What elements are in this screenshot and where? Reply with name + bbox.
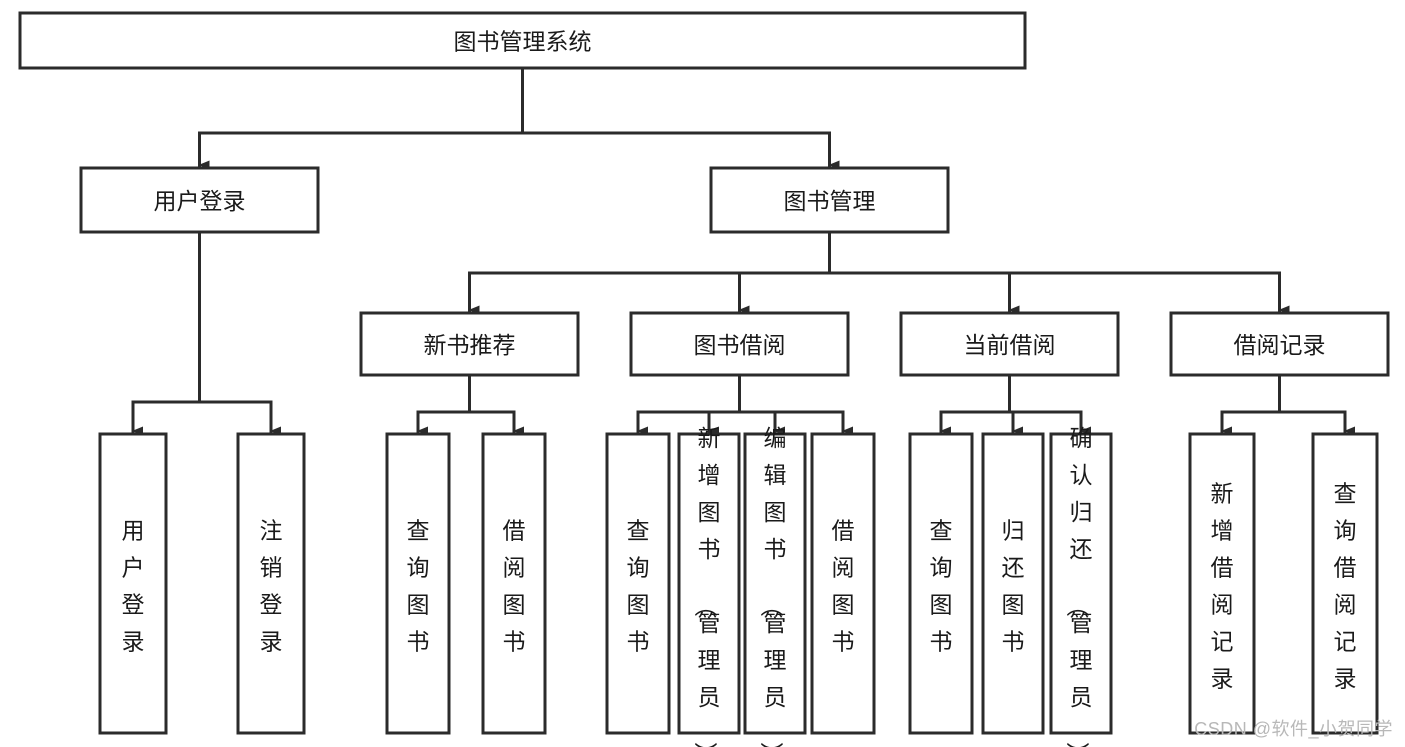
leaf-node-rect[interactable]	[1049, 432, 1113, 735]
watermark-text: CSDN @软件_小贺同学	[1194, 719, 1393, 739]
leaf-node-label: 查询图书	[930, 517, 953, 654]
level1-node-label: 用户登录	[154, 188, 246, 214]
leaf-node-label: 注销登录	[260, 517, 283, 654]
leaf-node-10[interactable]: 归还图书	[981, 432, 1045, 735]
leaf-node-4[interactable]: 借阅图书	[481, 432, 547, 735]
root-node-label: 图书管理系统	[454, 29, 592, 55]
level2-node-2[interactable]: 图书借阅	[629, 311, 850, 377]
leaf-node-label: 新增借阅记录	[1211, 480, 1234, 691]
leaf-node-label: 查询图书	[627, 517, 650, 654]
leaf-node-label: 借阅图书	[832, 517, 855, 654]
level2-node-rect[interactable]	[899, 311, 1120, 377]
level2-node-label: 新书推荐	[424, 332, 516, 358]
leaf-node-rect[interactable]	[605, 432, 671, 735]
leaf-node-label: 查询图书	[407, 517, 430, 654]
leaf-node-rect[interactable]	[98, 432, 168, 735]
leaf-node-13[interactable]: 查询借阅记录	[1311, 432, 1379, 735]
level1-node-1[interactable]: 用户登录	[79, 166, 320, 234]
leaf-node-rect[interactable]	[1311, 432, 1379, 735]
level2-node-rect[interactable]	[359, 311, 580, 377]
leaf-node-3[interactable]: 查询图书	[385, 432, 451, 735]
leaf-node-label: 归还图书	[1002, 517, 1025, 654]
level1-node-2[interactable]: 图书管理	[709, 166, 950, 234]
level2-node-label: 借阅记录	[1234, 332, 1326, 358]
boxes-layer: 图书管理系统用户登录图书管理新书推荐图书借阅当前借阅借阅记录用户登录注销登录查询…	[18, 11, 1390, 747]
level2-node-label: 图书借阅	[694, 332, 786, 358]
leaf-node-8[interactable]: 借阅图书	[810, 432, 876, 735]
level2-node-3[interactable]: 当前借阅	[899, 311, 1120, 377]
leaf-node-5[interactable]: 查询图书	[605, 432, 671, 735]
leaf-node-rect[interactable]	[981, 432, 1045, 735]
leaf-node-label: 新增图书（管理员）	[693, 425, 721, 747]
root-node-1[interactable]: 图书管理系统	[18, 11, 1027, 70]
leaf-node-12[interactable]: 新增借阅记录	[1188, 432, 1256, 735]
level2-node-1[interactable]: 新书推荐	[359, 311, 580, 377]
level2-node-rect[interactable]	[1169, 311, 1390, 377]
leaf-node-11[interactable]: 确认归还（管理员）	[1049, 425, 1113, 747]
connectors-layer	[131, 66, 1355, 436]
leaf-node-rect[interactable]	[481, 432, 547, 735]
level1-node-rect[interactable]	[709, 166, 950, 234]
leaf-node-rect[interactable]	[908, 432, 974, 735]
leaf-node-label: 用户登录	[122, 517, 145, 654]
leaf-node-7[interactable]: 编辑图书（管理员）	[743, 425, 807, 747]
level1-node-rect[interactable]	[79, 166, 320, 234]
leaf-node-rect[interactable]	[743, 432, 807, 735]
level2-node-rect[interactable]	[629, 311, 850, 377]
leaf-node-rect[interactable]	[385, 432, 451, 735]
leaf-node-rect[interactable]	[236, 432, 306, 735]
leaf-node-2[interactable]: 注销登录	[236, 432, 306, 735]
level2-node-label: 当前借阅	[964, 332, 1056, 358]
level1-node-label: 图书管理	[784, 188, 876, 214]
leaf-node-1[interactable]: 用户登录	[98, 432, 168, 735]
leaf-node-label: 确认归还（管理员）	[1065, 425, 1093, 747]
leaf-node-rect[interactable]	[810, 432, 876, 735]
leaf-node-rect[interactable]	[1188, 432, 1256, 735]
level2-node-4[interactable]: 借阅记录	[1169, 311, 1390, 377]
leaf-node-6[interactable]: 新增图书（管理员）	[677, 425, 741, 747]
root-node-rect[interactable]	[18, 11, 1027, 70]
leaf-node-label: 借阅图书	[503, 517, 526, 654]
leaf-node-label: 查询借阅记录	[1334, 480, 1357, 691]
leaf-node-rect[interactable]	[677, 432, 741, 735]
leaf-node-label: 编辑图书（管理员）	[759, 425, 787, 747]
leaf-node-9[interactable]: 查询图书	[908, 432, 974, 735]
